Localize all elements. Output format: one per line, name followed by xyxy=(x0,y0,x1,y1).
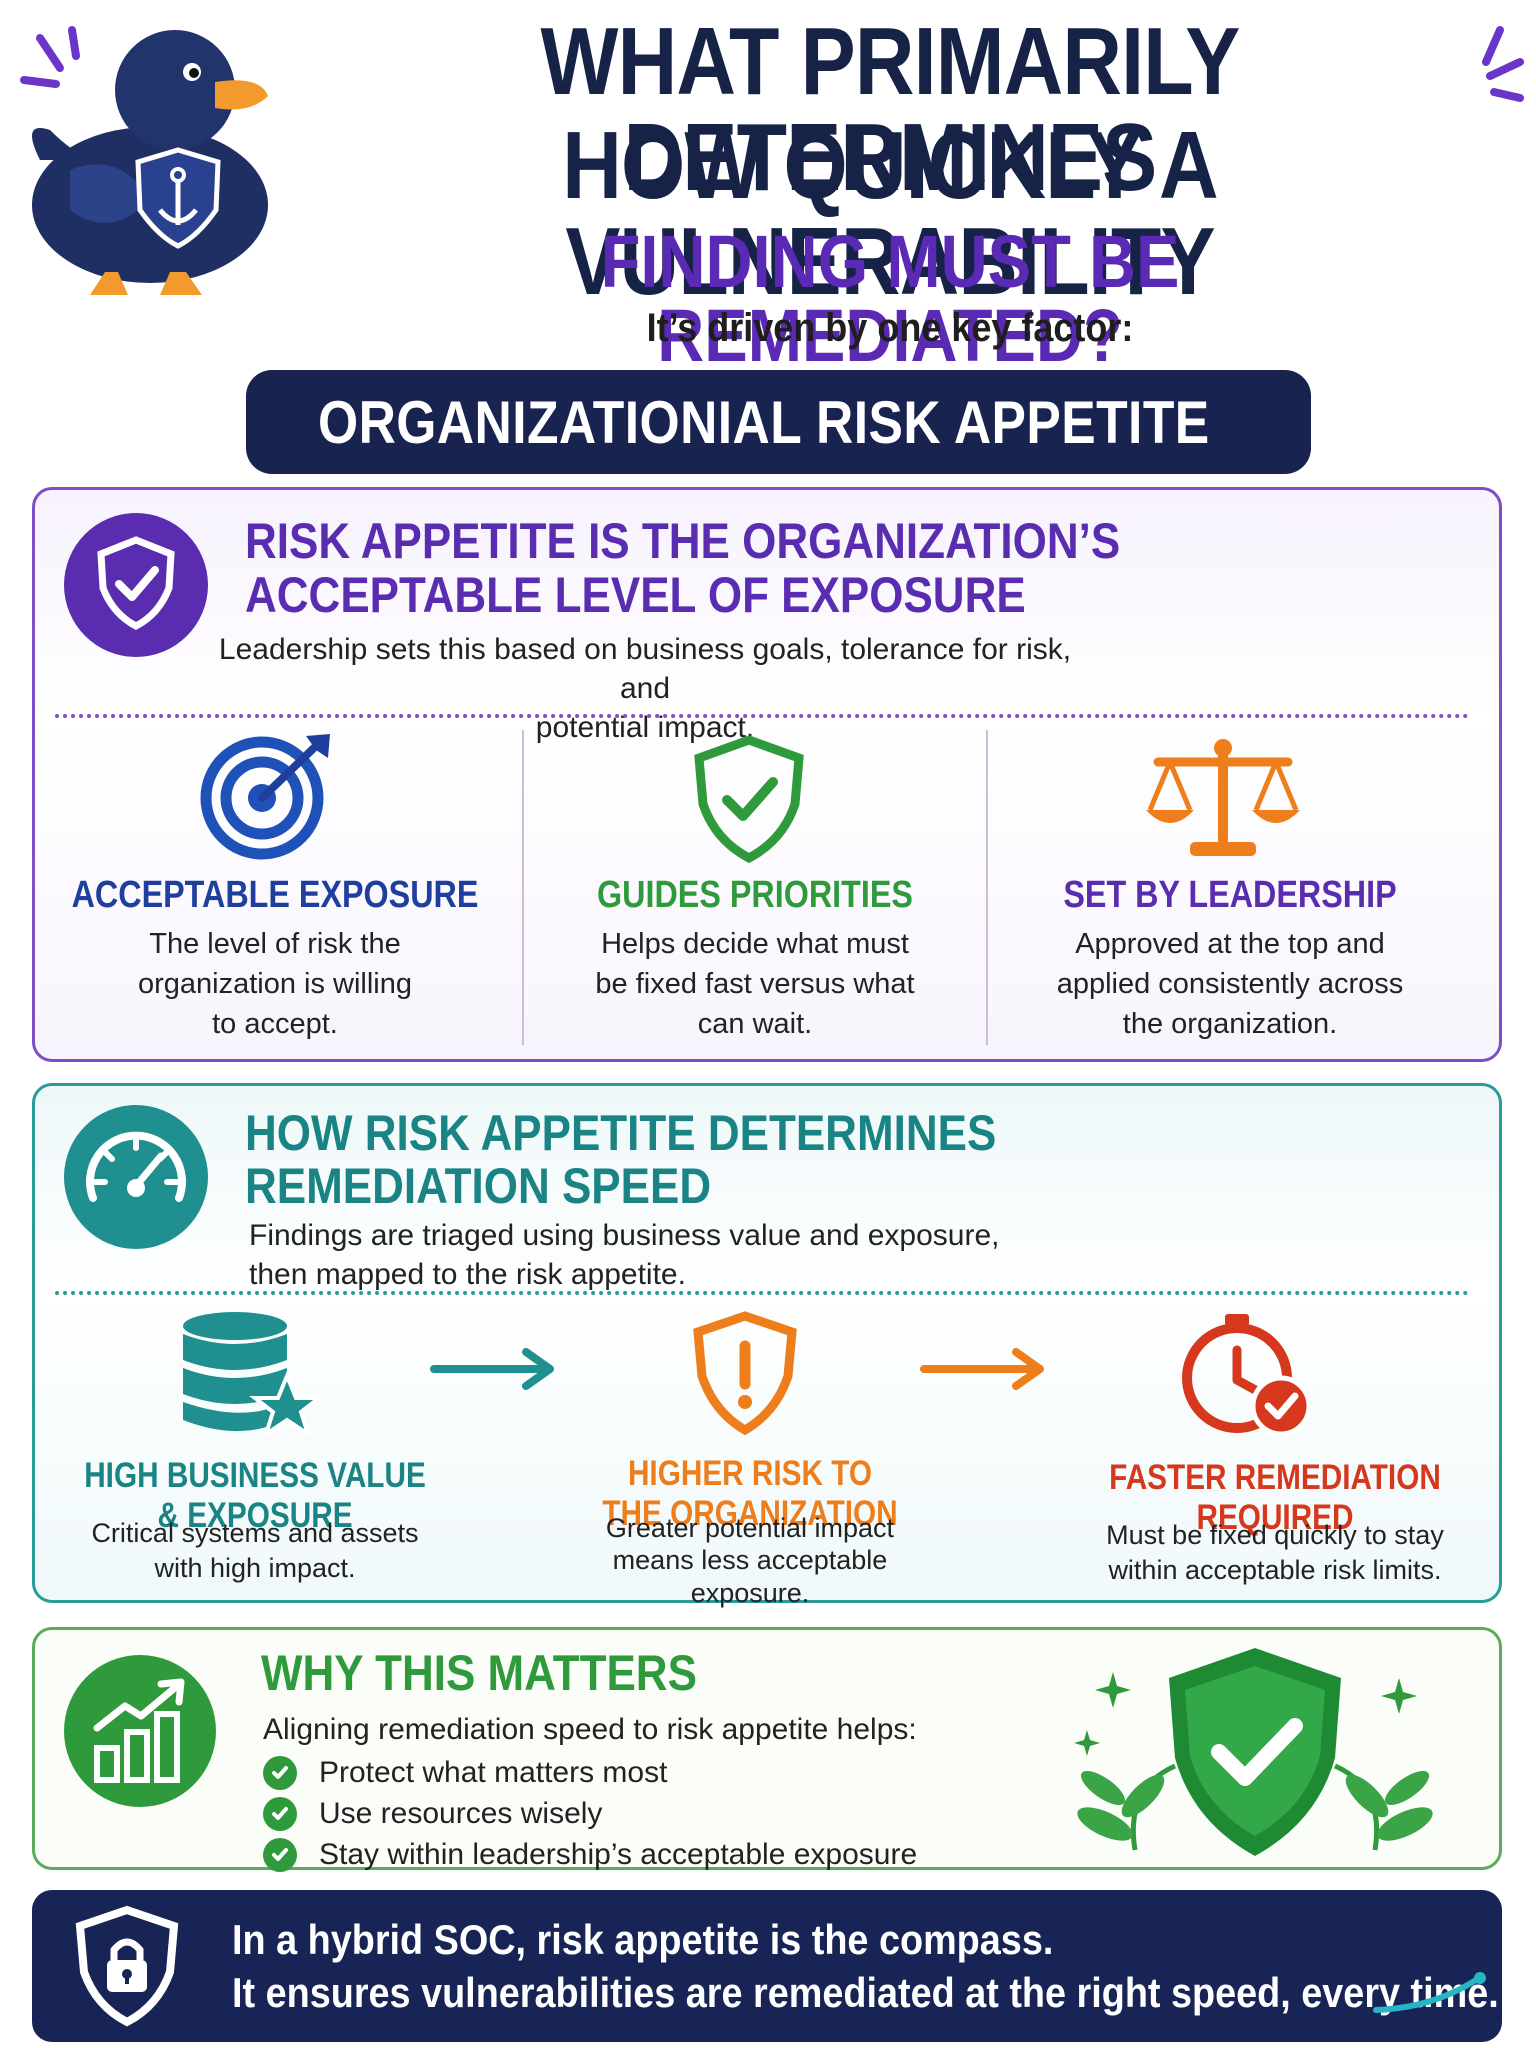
step-text-line: Critical systems and assets xyxy=(91,1518,419,1548)
footer-banner: In a hybrid SOC, risk appetite is the co… xyxy=(32,1890,1502,2042)
step-text: Critical systems and assets with high im… xyxy=(35,1516,475,1586)
step-title: HIGHER RISK TO THE ORGANIZATION xyxy=(525,1454,975,1534)
key-factor-banner: ORGANIZATIONIAL RISK APPETITE xyxy=(246,370,1311,474)
step-text-line: means less acceptable xyxy=(612,1545,888,1576)
section2-description: Findings are triaged using business valu… xyxy=(249,1216,999,1294)
divider xyxy=(55,1291,1469,1295)
step-title-line: FASTER REMEDIATION xyxy=(1109,1458,1441,1497)
column-text-line: Approved at the top and xyxy=(1075,928,1385,960)
list-item-label: Stay within leadership’s acceptable expo… xyxy=(319,1837,918,1871)
list-item: Protect what matters most xyxy=(263,1752,917,1793)
step-title: HIGH BUSINESS VALUE & EXPOSURE xyxy=(35,1456,475,1536)
why-this-matters-panel: WHY THIS MATTERS Aligning remediation sp… xyxy=(32,1627,1502,1872)
section3-heading: WHY THIS MATTERS xyxy=(261,1645,697,1701)
sparkle-icon xyxy=(1482,26,1524,102)
benefits-list: Protect what matters most Use resources … xyxy=(263,1752,917,1875)
list-item: Use resources wisely xyxy=(263,1793,917,1834)
column-text-line: Helps decide what must xyxy=(601,928,909,960)
section2-heading-line-2: REMEDIATION SPEED xyxy=(245,1158,712,1214)
duck-mascot-icon xyxy=(20,26,268,295)
column-text: Helps decide what must be fixed fast ver… xyxy=(525,924,985,1044)
section2-description-line-1: Findings are triaged using business valu… xyxy=(249,1219,1000,1252)
column-text-line: organization is willing xyxy=(137,968,413,1001)
step-text-line: exposure. xyxy=(690,1577,810,1608)
key-factor-label: ORGANIZATIONIAL RISK APPETITE xyxy=(318,388,1210,456)
section2-heading-line-1: HOW RISK APPETITE DETERMINES xyxy=(245,1105,997,1161)
arrow-right-icon xyxy=(430,1348,554,1390)
section3-intro: Aligning remediation speed to risk appet… xyxy=(263,1713,917,1746)
step-text: Greater potential impact means less acce… xyxy=(525,1512,975,1609)
arrow-right-icon xyxy=(920,1348,1044,1390)
scales-icon xyxy=(1146,739,1300,856)
step-text-line: with high impact. xyxy=(154,1553,356,1584)
database-star-icon xyxy=(183,1312,325,1438)
section1-heading-line-1: RISK APPETITE IS THE ORGANIZATION’S xyxy=(245,513,1121,569)
footer-line-1: In a hybrid SOC, risk appetite is the co… xyxy=(232,1916,1054,1963)
title-line-2: HOW QUICKLY A VULNERABILITY xyxy=(562,112,1218,315)
column-text: Approved at the top and applied consiste… xyxy=(990,924,1470,1044)
column-text-line: be fixed fast versus what xyxy=(595,968,915,1001)
shield-check-leaves-icon xyxy=(1074,1648,1433,1856)
column-text-line: The level of risk the xyxy=(149,928,401,960)
check-circle-icon xyxy=(263,1796,297,1831)
subtitle: It’s driven by one key factor: xyxy=(646,306,1134,350)
column-title-set-by-leadership: SET BY LEADERSHIP xyxy=(1063,874,1397,916)
column-text-line: applied consistently across xyxy=(1056,968,1404,1001)
check-circle-icon xyxy=(263,1755,297,1790)
section2-description-line-2: then mapped to the risk appetite. xyxy=(249,1258,686,1291)
list-item-label: Use resources wisely xyxy=(319,1796,603,1830)
shield-lock-icon xyxy=(75,1905,179,2027)
step-title-line: THE ORGANIZATION xyxy=(602,1494,898,1533)
section1-description-line-1: Leadership sets this based on business g… xyxy=(218,633,1072,705)
step-text-line: within acceptable risk limits. xyxy=(1108,1555,1442,1586)
step-title-line: HIGH BUSINESS VALUE xyxy=(84,1456,426,1495)
step-text-line: Must be fixed quickly to stay xyxy=(1106,1520,1444,1550)
step-title: FASTER REMEDIATION REQUIRED xyxy=(1040,1458,1510,1538)
column-text-line: to accept. xyxy=(212,1008,338,1041)
title-line-1: WHAT PRIMARILY DETERMINES xyxy=(540,8,1241,211)
column-divider xyxy=(986,730,988,1045)
column-text-line: the organization. xyxy=(1122,1008,1338,1041)
column-divider xyxy=(522,730,524,1045)
shield-check-icon xyxy=(694,735,804,864)
speedometer-badge-icon xyxy=(64,1105,208,1249)
step-title-line: HIGHER RISK TO xyxy=(627,1454,873,1493)
list-item: Stay within leadership’s acceptable expo… xyxy=(263,1834,917,1875)
section1-heading-line-2: ACCEPTABLE LEVEL OF EXPOSURE xyxy=(245,567,1026,623)
step-title-line: REQUIRED xyxy=(1196,1498,1354,1537)
risk-appetite-definition-panel: RISK APPETITE IS THE ORGANIZATION’S ACCE… xyxy=(32,487,1502,1062)
divider xyxy=(55,714,1469,718)
remediation-speed-panel: HOW RISK APPETITE DETERMINES REMEDIATION… xyxy=(32,1083,1502,1608)
clock-check-icon xyxy=(1182,1314,1312,1437)
target-icon xyxy=(200,734,330,860)
footer-text: In a hybrid SOC, risk appetite is the co… xyxy=(232,1914,1499,2019)
title-line-3: FINDING MUST BE REMEDIATED? xyxy=(600,220,1180,377)
step-title-line: & EXPOSURE xyxy=(157,1496,353,1535)
step-text-line: Greater potential impact xyxy=(605,1513,895,1543)
check-circle-icon xyxy=(263,1837,297,1872)
column-title-acceptable-exposure: ACCEPTABLE EXPOSURE xyxy=(71,874,479,916)
footer-line-2: It ensures vulnerabilities are remediate… xyxy=(232,1968,1499,2016)
column-title-guides-priorities: GUIDES PRIORITIES xyxy=(597,874,913,916)
growth-chart-icon xyxy=(64,1655,216,1807)
list-item-label: Protect what matters most xyxy=(319,1755,668,1789)
column-text: The level of risk the organization is wi… xyxy=(35,924,515,1044)
step-text: Must be fixed quickly to stay within acc… xyxy=(1040,1518,1510,1588)
shield-check-badge-icon xyxy=(64,513,208,657)
column-text-line: can wait. xyxy=(697,1008,813,1041)
shield-alert-icon xyxy=(693,1311,797,1436)
swoosh-icon xyxy=(1373,1972,1486,2013)
